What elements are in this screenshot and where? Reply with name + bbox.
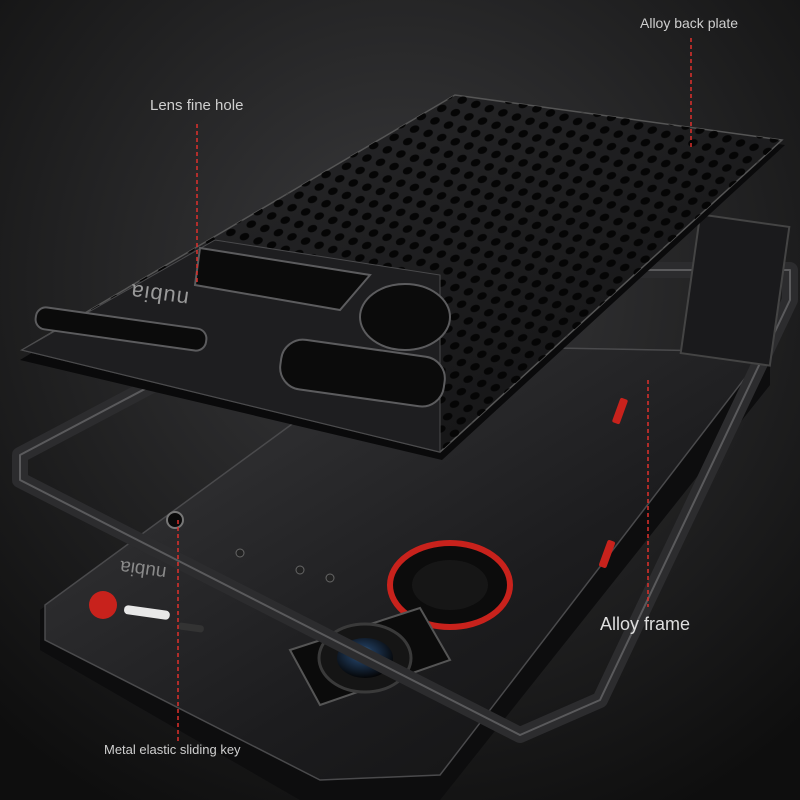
flash-hole [34, 306, 208, 352]
callout-lines [177, 38, 692, 742]
sliding-key-icon [166, 511, 184, 529]
callout-alloy-back-plate: Alloy back plate [640, 15, 739, 31]
lens-hole-oval [279, 338, 446, 408]
callout-lens-fine-hole: Lens fine hole [150, 97, 244, 114]
flash-icon [124, 605, 170, 620]
callout-metal-sliding-key: Metal elastic sliding key [104, 742, 241, 757]
red-key-window-icon [612, 397, 628, 425]
red-power-key-icon [599, 540, 615, 568]
alloy-back-plate [20, 94, 785, 460]
callout-alloy-frame: Alloy frame [600, 614, 691, 634]
lens-hole-round [359, 283, 451, 351]
phone-body [40, 344, 770, 800]
red-logo-dot [89, 591, 117, 619]
